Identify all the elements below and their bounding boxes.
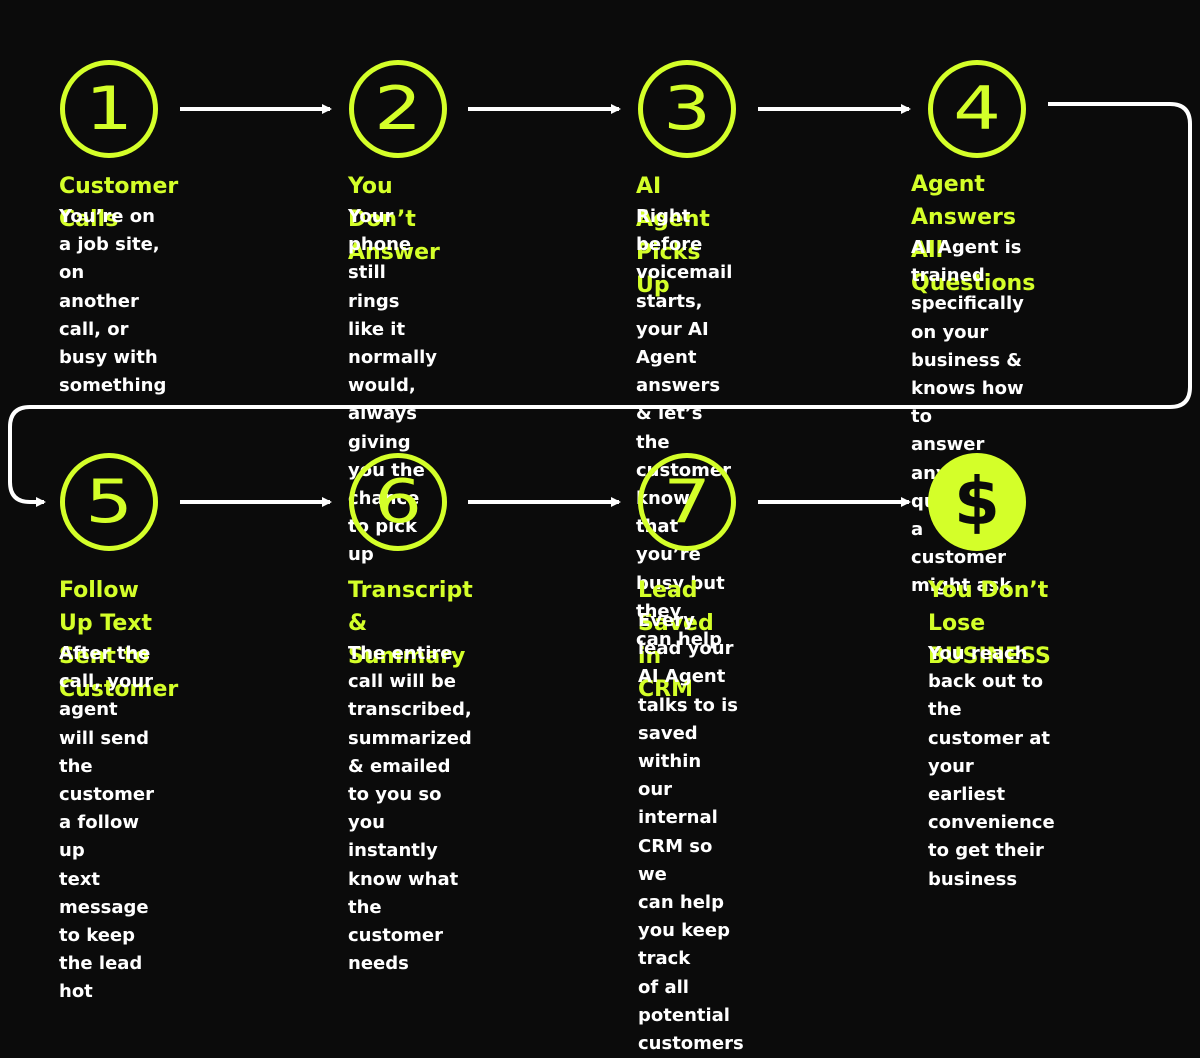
step-5-number: 5 — [85, 467, 133, 537]
step-6-title: Transcript & Summary — [348, 578, 473, 669]
arrow-4-5-wrap — [8, 102, 1192, 507]
step-1-title: Customer Calls — [59, 174, 179, 232]
step-3-number: 3 — [663, 74, 711, 144]
step-7-title: Lead Saved in CRM — [638, 578, 714, 702]
step-1-number-circle: 1 — [60, 60, 158, 158]
step-2-number: 2 — [374, 74, 422, 144]
step-7-description: Every lead your AI Agent talks to is sav… — [638, 610, 744, 1055]
process-flow-diagram: 1 Customer Calls You’re on a job site, o… — [8, 60, 1192, 1054]
step-6-description: The entire call will be transcribed, sum… — [348, 643, 472, 975]
step-5-title: Follow Up Text Sent to Customer — [59, 578, 179, 702]
step-4-number-circle: 4 — [928, 60, 1026, 158]
step-5-number-circle: 5 — [60, 453, 158, 551]
step-7-number: 7 — [663, 467, 711, 537]
step-8-number: $ — [954, 463, 1000, 540]
step-4-number: 4 — [953, 74, 1001, 144]
step-3-number-circle: 3 — [638, 60, 736, 158]
step-3-description: Right before voicemail starts, your AI A… — [636, 206, 733, 651]
step-8-title: You Don’t Lose BUSINESS — [928, 578, 1051, 669]
step-5-description: After the call, your agent will send the… — [59, 643, 155, 1003]
step-6-number-circle: 6 — [349, 453, 447, 551]
dollar-icon: $ — [928, 453, 1026, 551]
step-6-number: 6 — [374, 467, 422, 537]
connector-lines — [8, 102, 1192, 507]
step-2-title: You Don’t Answer — [348, 174, 440, 265]
step-4-title: Agent Answers All Questions — [911, 172, 1036, 296]
step-7-number-circle: 7 — [638, 453, 736, 551]
step-3-title: AI Agent Picks Up — [636, 174, 710, 298]
step-1-description: You’re on a job site, on another call, o… — [59, 206, 167, 397]
step-8-description: You reach back out to the customer at yo… — [928, 643, 1055, 890]
step-1-number: 1 — [85, 74, 133, 144]
step-2-number-circle: 2 — [349, 60, 447, 158]
